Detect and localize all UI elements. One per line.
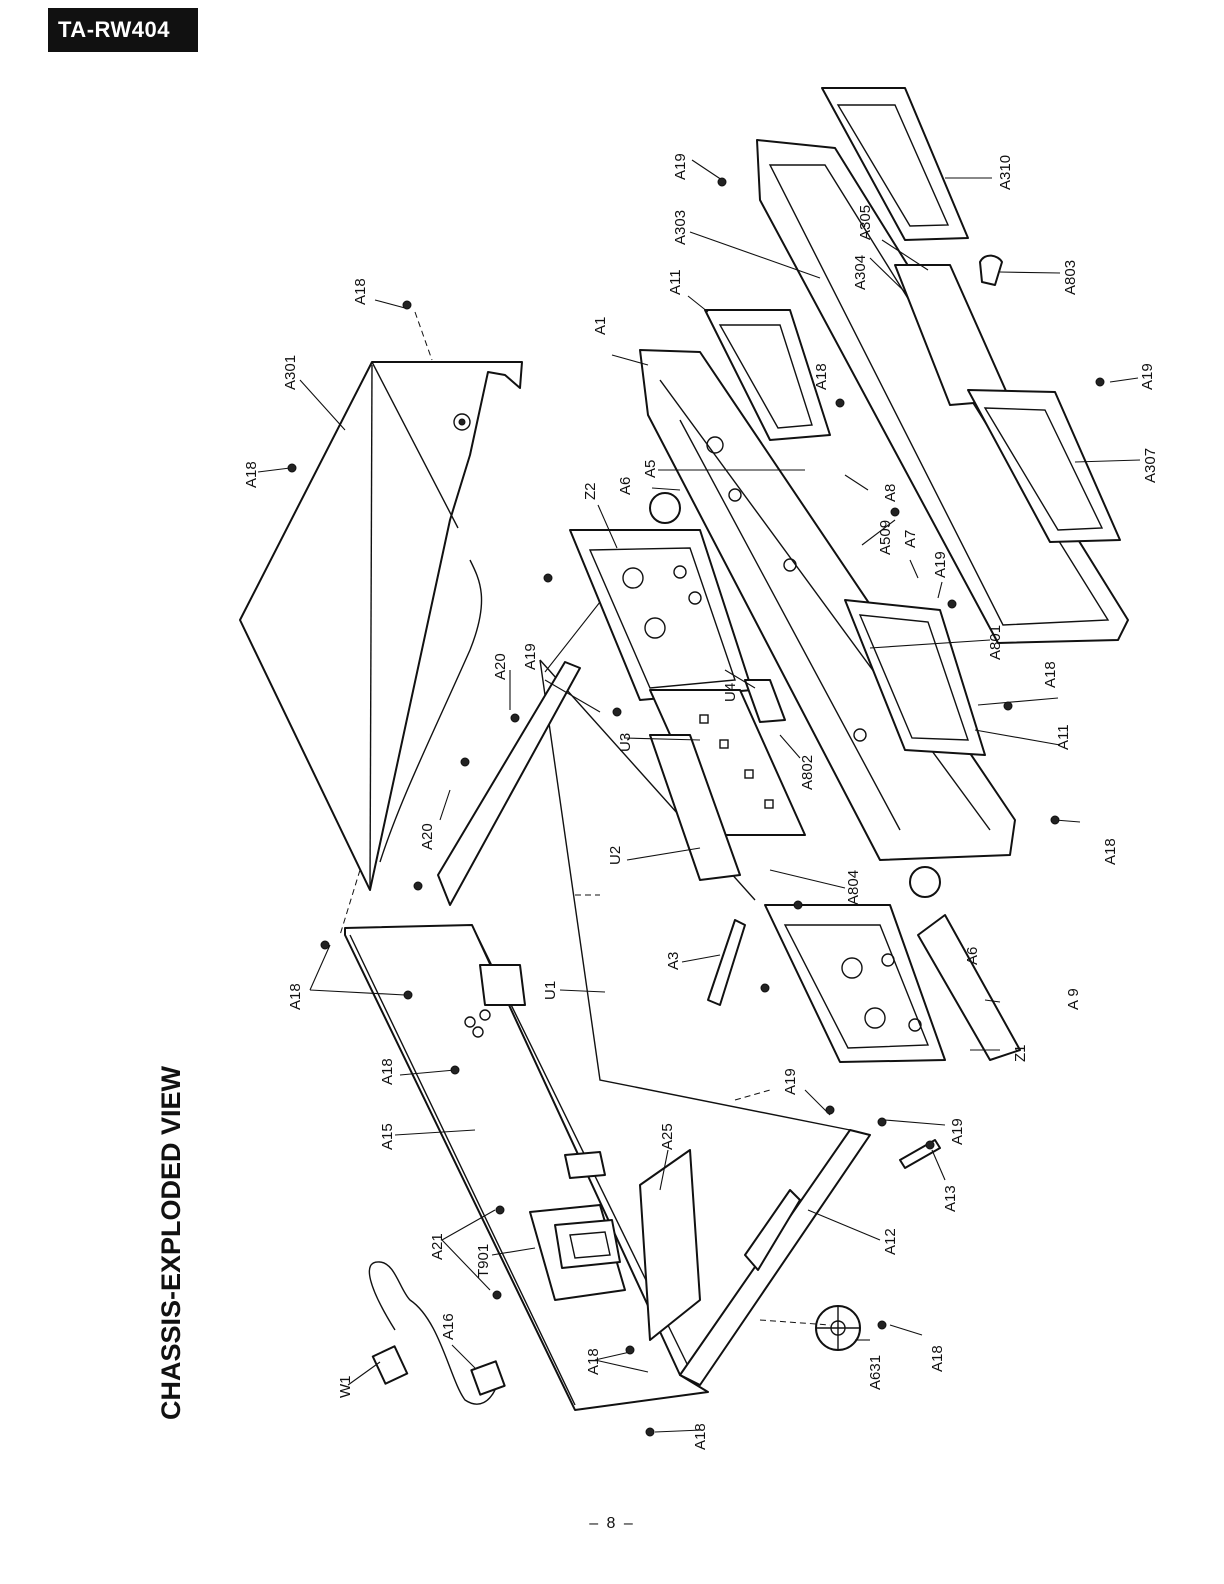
label-a19-center: A19 — [932, 551, 949, 578]
motor-a6-lower — [910, 867, 940, 897]
label-a303: A303 — [672, 210, 689, 245]
arm-a3 — [708, 920, 745, 1005]
label-u4: U4 — [722, 683, 739, 702]
label-u2: U2 — [607, 846, 624, 865]
label-a12: A12 — [882, 1228, 899, 1255]
label-a19-top: A19 — [672, 153, 689, 180]
label-u1: U1 — [542, 981, 559, 1000]
label-z2: Z2 — [582, 482, 599, 500]
exploded-line — [340, 870, 360, 935]
label-t901: T901 — [475, 1244, 492, 1278]
label-a305: A305 — [857, 205, 874, 240]
bracket-a25 — [640, 1150, 700, 1340]
label-a20-lower: A20 — [419, 823, 436, 850]
label-a25: A25 — [659, 1123, 676, 1150]
label-a20-upper: A20 — [492, 653, 509, 680]
flywheel-a631 — [816, 1306, 860, 1350]
label-a18-wheel: A18 — [929, 1345, 946, 1372]
bottom-chassis — [345, 660, 870, 1410]
power-cord — [369, 1262, 504, 1404]
page-number: – 8 – — [0, 1515, 1224, 1533]
label-a307: A307 — [1142, 448, 1159, 483]
label-a21: A21 — [429, 1233, 446, 1260]
label-z1: Z1 — [1012, 1044, 1029, 1062]
label-a15: A15 — [379, 1123, 396, 1150]
label-a16: A16 — [440, 1313, 457, 1340]
label-a19-right-lower: A19 — [949, 1118, 966, 1145]
label-a631: A631 — [867, 1355, 884, 1390]
mechanism-z1 — [765, 905, 945, 1062]
label-a804: A804 — [845, 870, 862, 905]
exploded-line — [735, 1090, 770, 1100]
label-a803: A803 — [1062, 260, 1079, 295]
label-a18-right-mid: A18 — [1042, 661, 1059, 688]
label-a19-mid: A19 — [522, 643, 539, 670]
label-w1: W1 — [337, 1376, 354, 1399]
label-a18-chassis: A18 — [379, 1058, 396, 1085]
label-a11-lower: A11 — [1055, 724, 1072, 750]
diagram-title: CHASSIS-EXPLODED VIEW — [156, 1065, 186, 1420]
motor-a6-upper — [650, 493, 680, 523]
label-a802: A802 — [799, 755, 816, 790]
label-a6-upper: A6 — [617, 477, 634, 495]
label-u3: U3 — [617, 733, 634, 752]
label-a18-holder: A18 — [813, 363, 830, 390]
label-a18-bottom: A18 — [692, 1423, 709, 1450]
label-a13: A13 — [942, 1185, 959, 1212]
label-a6-lower: A6 — [964, 947, 981, 965]
label-a801: A801 — [987, 625, 1004, 660]
label-a9: A 9 — [1065, 988, 1082, 1010]
label-a11-upper: A11 — [667, 269, 684, 295]
label-a19-lower: A19 — [782, 1068, 799, 1095]
label-a19-right: A19 — [1139, 363, 1156, 390]
label-a5: A5 — [642, 460, 659, 478]
label-a304: A304 — [852, 255, 869, 290]
label-a18-right-lower: A18 — [1102, 838, 1119, 865]
knob-a803 — [980, 256, 1002, 285]
label-a509: A509 — [877, 520, 894, 555]
label-a301: A301 — [282, 355, 299, 390]
exploded-line — [415, 312, 432, 360]
label-a18-left: A18 — [287, 983, 304, 1010]
label-a18-bottom-mid: A18 — [585, 1348, 602, 1375]
label-a1: A1 — [592, 317, 609, 335]
label-a310: A310 — [997, 155, 1014, 190]
label-a18-top: A18 — [352, 278, 369, 305]
label-a7: A7 — [902, 530, 919, 548]
label-a18-cover: A18 — [243, 461, 260, 488]
label-a3: A3 — [665, 952, 682, 970]
label-a8: A8 — [882, 484, 899, 502]
